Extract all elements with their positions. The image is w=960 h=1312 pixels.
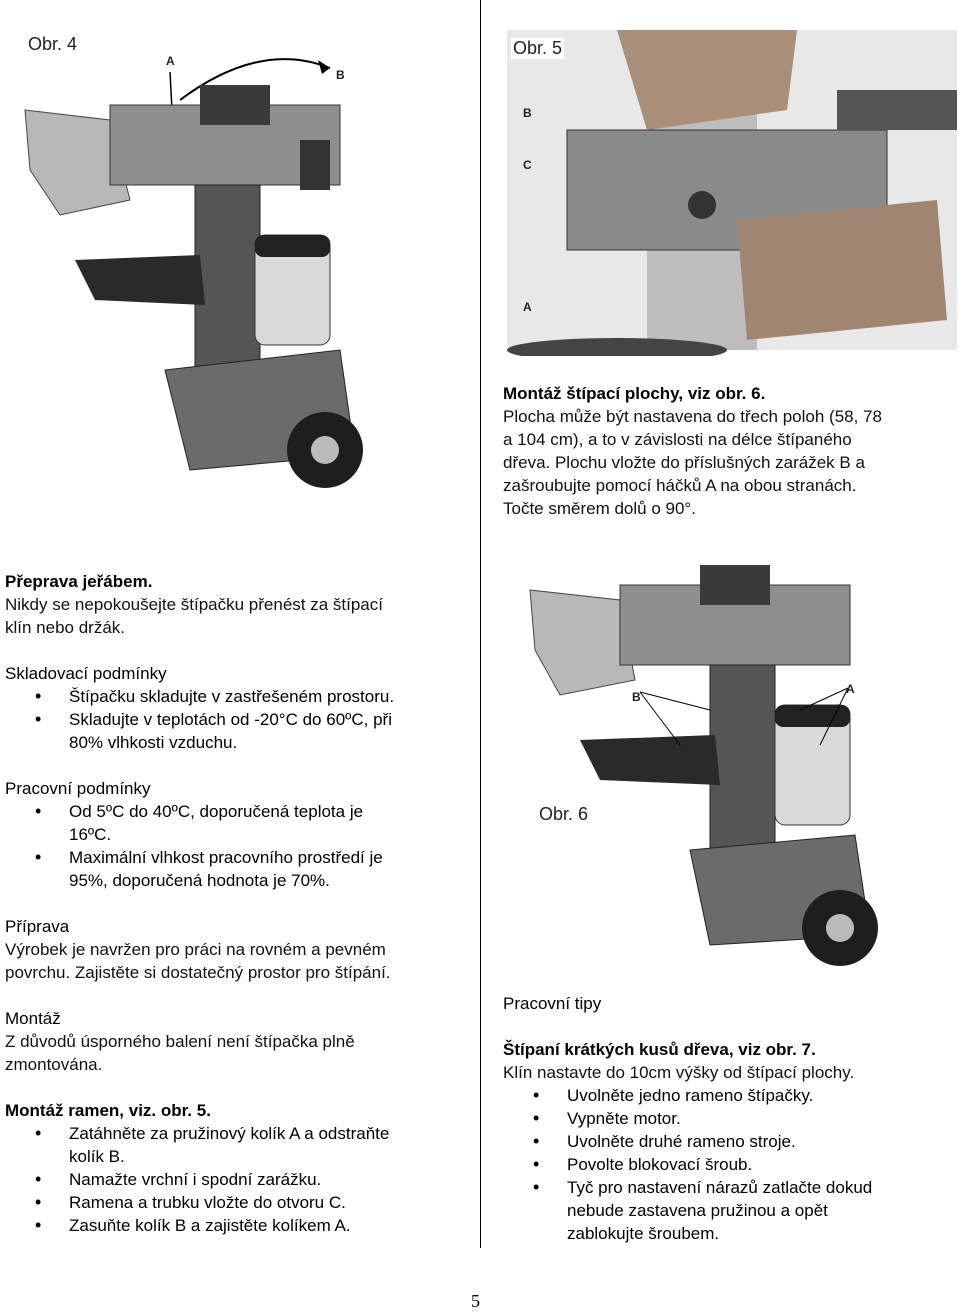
- text-line: zašroubujte pomocí háčků A na obou stran…: [503, 476, 857, 495]
- photo-arm-assembly: [497, 20, 960, 356]
- list-item: Uvolněte druhé rameno stroje.: [503, 1130, 958, 1153]
- marker-a: A: [523, 300, 532, 314]
- marker-b: B: [632, 690, 641, 704]
- section-heading: Štípaní krátkých kusů dřeva, viz obr. 7.: [503, 1040, 816, 1059]
- section-work-tips: Pracovní tipy Štípaní krátkých kusů dřev…: [503, 992, 958, 1245]
- text-line: klín nebo držák.: [5, 618, 126, 637]
- text-line: zmontována.: [5, 1055, 103, 1074]
- text-line: Nikdy se nepokoušejte štípačku přenést z…: [5, 595, 383, 614]
- text-line: a 104 cm), a to v závislosti na délce št…: [503, 430, 852, 449]
- text-line: Výrobek je navržen pro práci na rovném a…: [5, 940, 386, 959]
- section-heading: Pracovní tipy: [503, 994, 602, 1013]
- list-item: Skladujte v teplotách od -20°C do 60ºC, …: [5, 708, 460, 754]
- marker-b: B: [336, 68, 345, 82]
- column-divider: [480, 0, 481, 1248]
- text-line: Klín nastavte do 10cm výšky od štípací p…: [503, 1063, 855, 1082]
- list-item: Štípačku skladujte v zastřešeném prostor…: [5, 685, 460, 708]
- list-item: Od 5ºC do 40ºC, doporučená teplota je16º…: [5, 800, 460, 846]
- text-line: Plocha může být nastavena do třech poloh…: [503, 407, 882, 426]
- list-item: Vypněte motor.: [503, 1107, 958, 1130]
- storage-list: Štípačku skladujte v zastřešeném prostor…: [5, 685, 460, 754]
- left-column-text: Přeprava jeřábem. Nikdy se nepokoušejte …: [5, 570, 460, 1237]
- list-item: Zasuňte kolík B a zajistěte kolíkem A.: [5, 1214, 460, 1237]
- text-line: povrchu. Zajistěte si dostatečný prostor…: [5, 963, 391, 982]
- list-item: Povolte blokovací šroub.: [503, 1153, 958, 1176]
- figure-obr5: Obr. 5 B C A: [497, 20, 960, 356]
- list-item: Zatáhněte za pružinový kolík A a odstraň…: [5, 1122, 460, 1168]
- page-number: 5: [471, 1291, 480, 1311]
- list-item: Namažte vrchní i spodní zarážku.: [5, 1168, 460, 1191]
- list-item: Uvolněte jedno rameno štípačky.: [503, 1084, 958, 1107]
- figure-label: Obr. 5: [511, 38, 565, 59]
- marker-a: A: [166, 54, 175, 68]
- marker-a: A: [846, 682, 855, 696]
- section-work-surface: Montáž štípací plochy, viz obr. 6. Ploch…: [503, 382, 958, 520]
- arms-assembly-list: Zatáhněte za pružinový kolík A a odstraň…: [5, 1122, 460, 1237]
- section-heading: Montáž ramen, viz. obr. 5.: [5, 1101, 211, 1120]
- list-item: Tyč pro nastavení nárazů zatlačte dokudn…: [503, 1176, 958, 1245]
- section-heading: Montáž: [5, 1009, 61, 1028]
- log-splitter-illustration: [529, 565, 878, 966]
- section-heading: Skladovací podmínky: [5, 664, 167, 683]
- figure-obr4: Obr. 4 A B: [0, 0, 470, 555]
- marker-b: B: [523, 106, 532, 120]
- figure-label: Obr. 4: [28, 34, 78, 54]
- figure-label: Obr. 6: [539, 804, 589, 824]
- text-line: Z důvodů úsporného balení není štípačka …: [5, 1032, 355, 1051]
- tips-list: Uvolněte jedno rameno štípačky. Vypněte …: [503, 1084, 958, 1245]
- list-item: Maximální vlhkost pracovního prostředí j…: [5, 846, 460, 892]
- text-line: Točte směrem dolů o 90°.: [503, 499, 696, 518]
- work-conditions-list: Od 5ºC do 40ºC, doporučená teplota je16º…: [5, 800, 460, 892]
- section-heading: Pracovní podmínky: [5, 779, 151, 798]
- log-splitter-illustration: [24, 58, 363, 488]
- figure-obr6: B A Obr. 6: [500, 560, 960, 980]
- section-heading: Přeprava jeřábem.: [5, 572, 153, 591]
- list-item: Ramena a trubku vložte do otvoru C.: [5, 1191, 460, 1214]
- section-heading: Montáž štípací plochy, viz obr. 6.: [503, 384, 766, 403]
- section-heading: Příprava: [5, 917, 70, 936]
- marker-c: C: [523, 158, 532, 172]
- text-line: dřeva. Plochu vložte do příslušných zará…: [503, 453, 865, 472]
